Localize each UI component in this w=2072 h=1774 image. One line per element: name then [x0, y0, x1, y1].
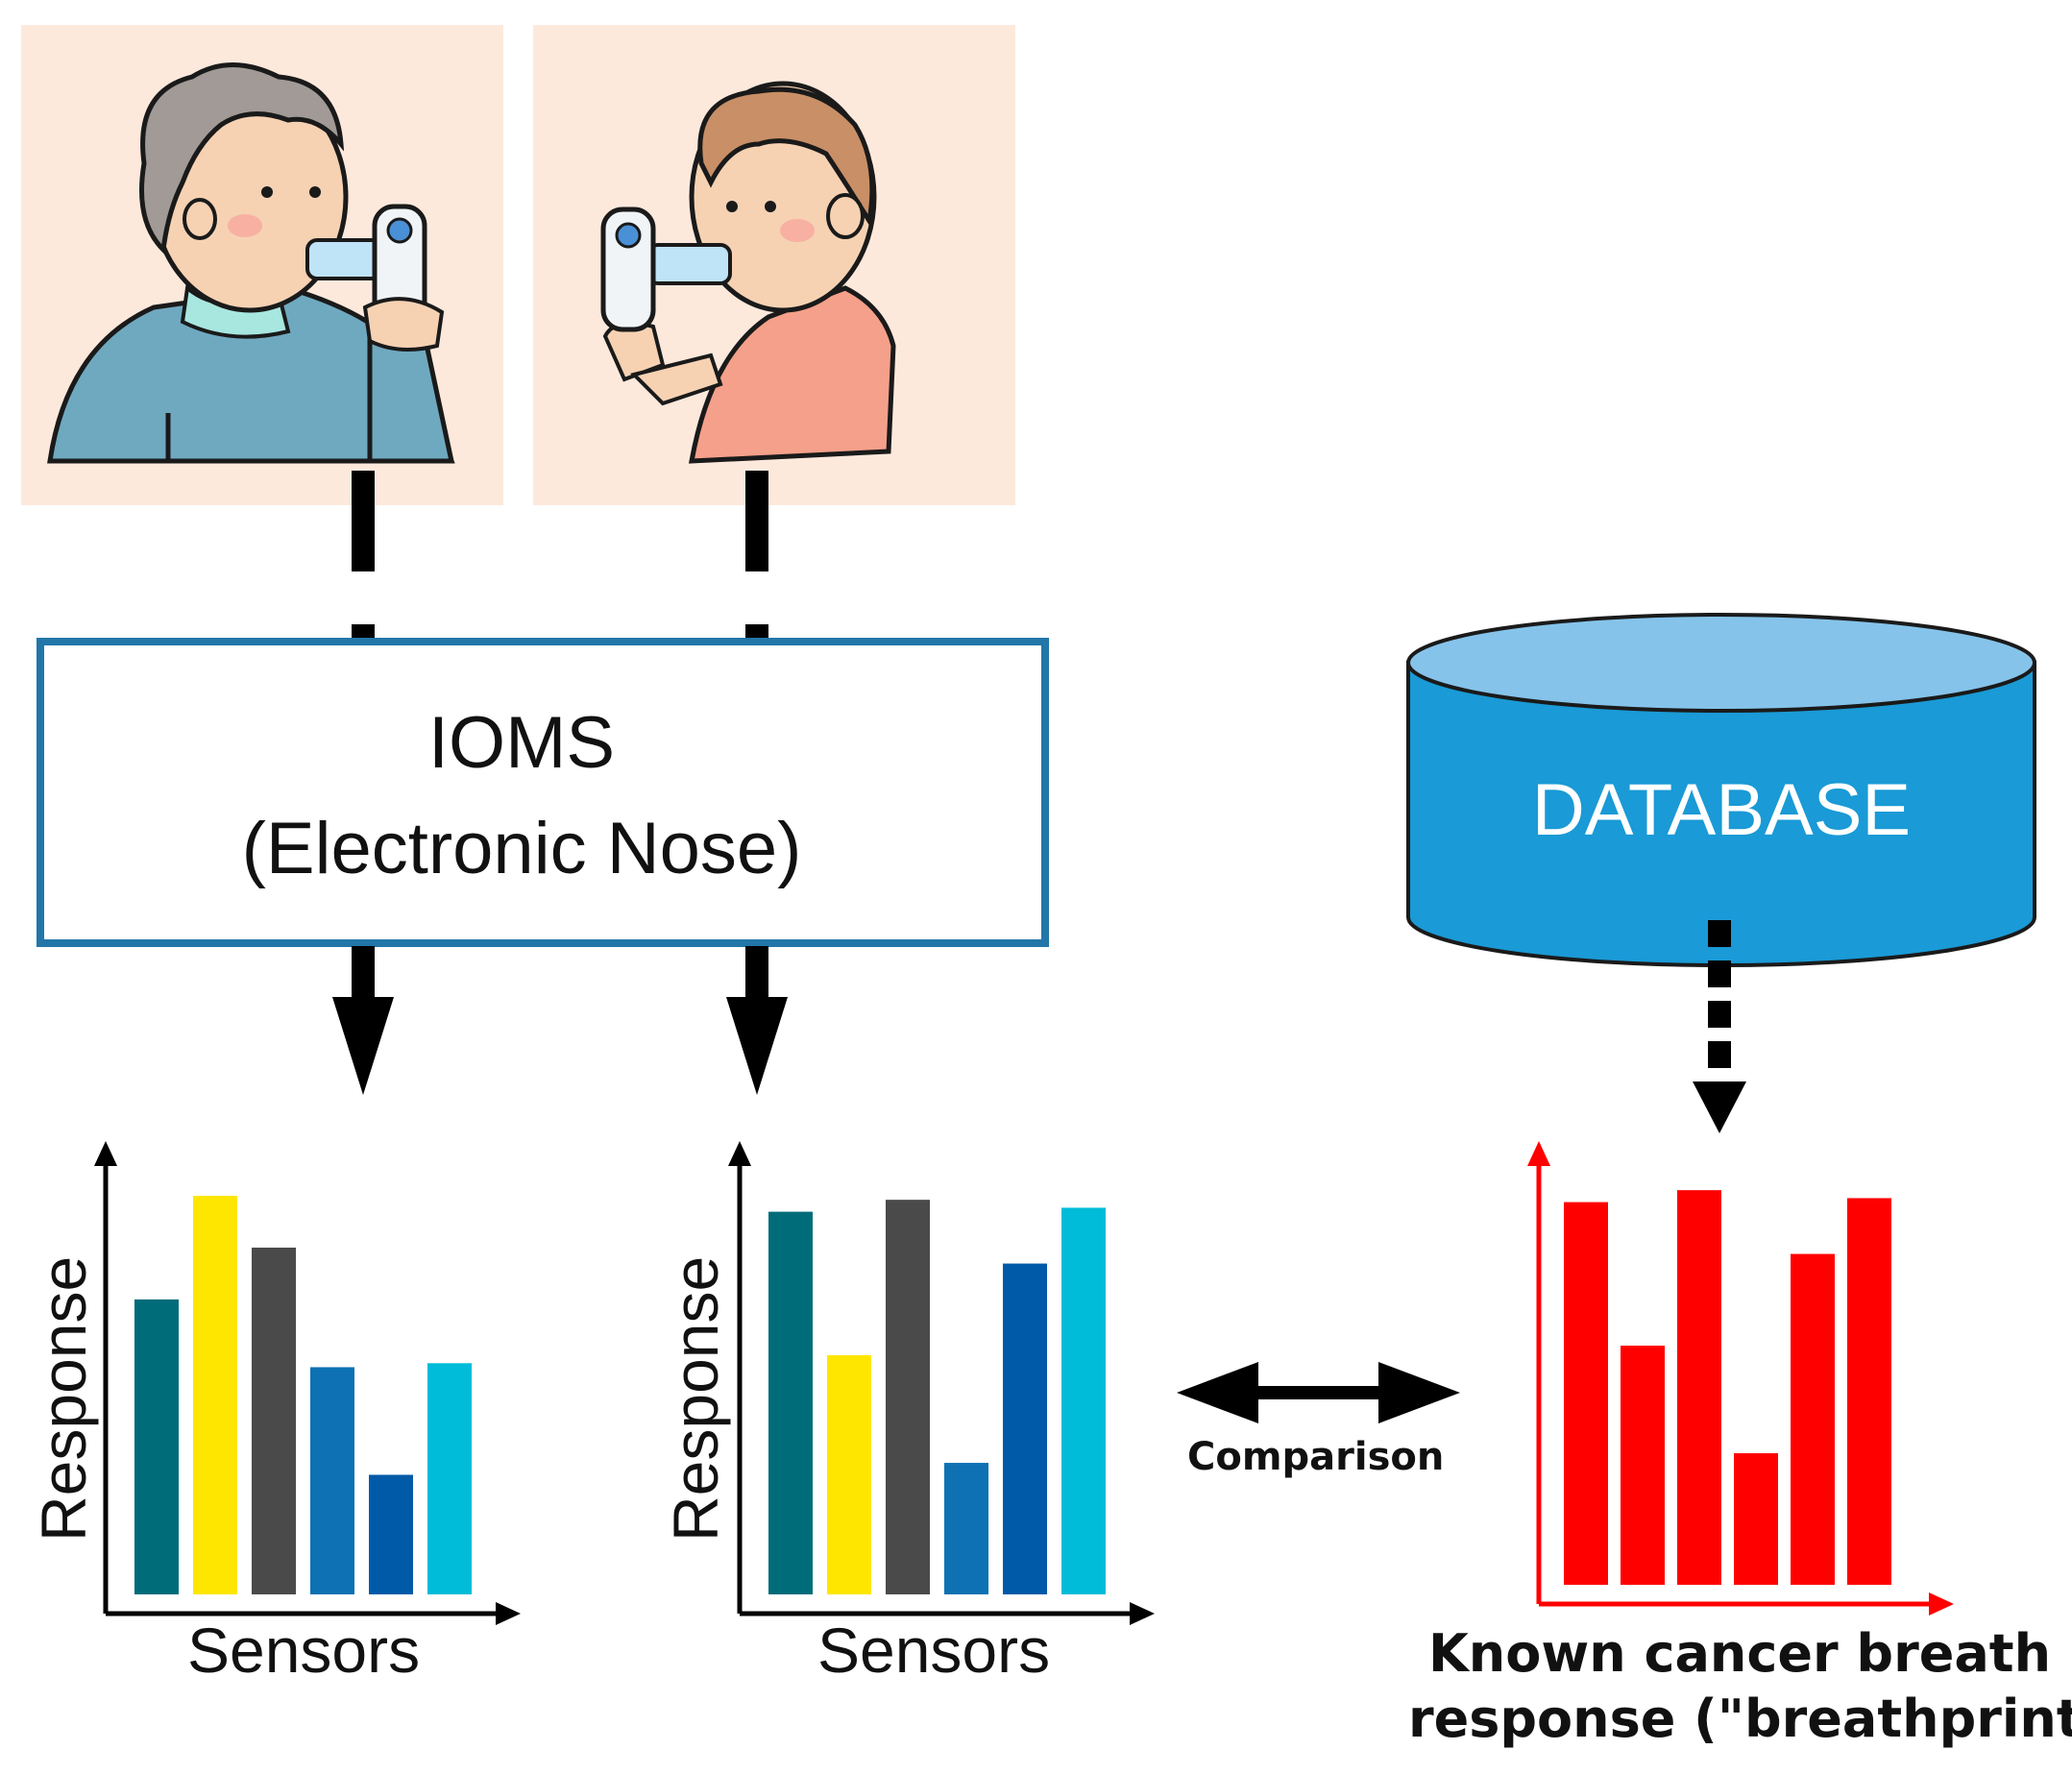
chart3-bar — [1791, 1253, 1835, 1585]
chart1-bar — [369, 1474, 413, 1594]
arrow-ioms-to-chart2 — [726, 946, 788, 1095]
chart1-bar — [134, 1299, 179, 1594]
database-label: DATABASE — [1531, 769, 1912, 851]
chart2-bar — [944, 1463, 988, 1594]
chart2-bar — [768, 1211, 813, 1594]
chart1-bar — [310, 1367, 354, 1594]
tshirt — [688, 285, 896, 464]
breathalyzer-device — [600, 207, 656, 332]
arrow-database-to-reference — [1693, 920, 1746, 1133]
person-panel-young-man — [533, 25, 1015, 505]
chart3-bar — [1847, 1198, 1891, 1585]
chart3-y-axis-arrowhead — [1527, 1141, 1550, 1166]
reference-caption-line2: response ("breathprint") — [1408, 1689, 2072, 1749]
ioms-box — [37, 638, 1049, 947]
person-panel-older-man — [21, 25, 503, 505]
hand — [362, 297, 445, 352]
chart3-bar — [1564, 1202, 1608, 1585]
chart1-x-axis-arrowhead — [496, 1602, 521, 1625]
chart2-bar — [1003, 1263, 1047, 1594]
chart1-bar — [193, 1196, 237, 1594]
charts-layer — [94, 1141, 1954, 1625]
chart2-x-axis-arrowhead — [1130, 1602, 1155, 1625]
chart3-bar — [1677, 1190, 1721, 1585]
mouthpiece — [646, 243, 732, 285]
brown-hair — [697, 86, 875, 228]
ear — [183, 198, 217, 240]
chart2-bar — [1061, 1207, 1106, 1594]
chart2-bar — [827, 1355, 871, 1594]
ioms-subtitle: (Electronic Nose) — [241, 808, 802, 889]
forearm — [630, 352, 723, 406]
comparison-label: Comparison — [1187, 1435, 1445, 1479]
chart1-bar — [427, 1363, 472, 1594]
chart3-bar — [1621, 1346, 1665, 1585]
chart2-bar — [886, 1200, 930, 1594]
chart1-bar — [252, 1247, 296, 1594]
reference-caption-line1: Known cancer breath — [1427, 1623, 2052, 1684]
chart3-bar — [1734, 1453, 1778, 1585]
chart1-y-axis-label: Response — [28, 1255, 99, 1542]
chart1-x-axis-label: Sensors — [187, 1615, 421, 1686]
ioms-title: IOMS — [427, 702, 616, 784]
database-top — [1406, 613, 2036, 713]
chart2-x-axis-label: Sensors — [817, 1615, 1051, 1686]
arrow-ioms-to-chart1 — [332, 946, 394, 1095]
comparison-arrow — [1177, 1362, 1460, 1423]
database-cylinder — [1406, 613, 2036, 967]
chart1-y-axis-arrowhead — [94, 1141, 117, 1166]
chart2-y-axis-arrowhead — [728, 1141, 751, 1166]
ear — [826, 193, 865, 239]
chart3-x-axis-arrowhead — [1929, 1592, 1954, 1616]
chart2-y-axis-label: Response — [660, 1255, 731, 1542]
gray-hair — [139, 62, 345, 255]
